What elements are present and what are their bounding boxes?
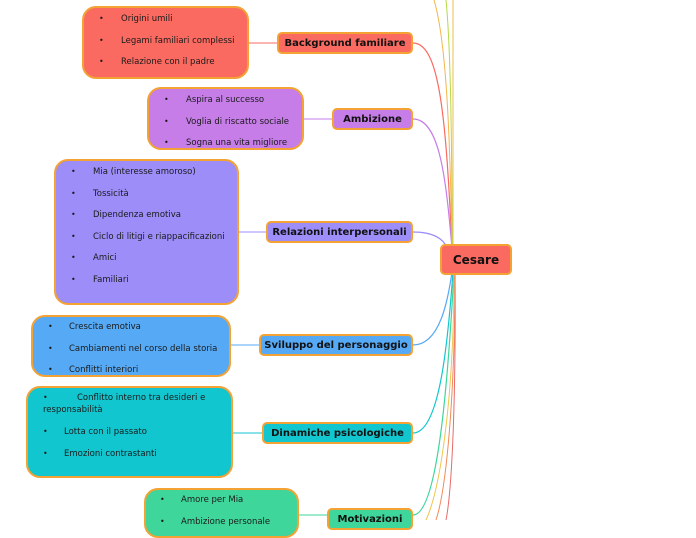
root-node[interactable]: Cesare xyxy=(440,244,512,275)
list-item: •Mia (interesse amoroso) xyxy=(71,167,196,177)
node-label: Relazioni interpersonali xyxy=(272,226,407,238)
root-label: Cesare xyxy=(452,252,500,267)
list-item: •Amore per Mia xyxy=(160,495,244,505)
link-sviluppo xyxy=(412,271,453,346)
list-item: •Sogna una vita migliore xyxy=(164,138,288,148)
node-motivazioni[interactable]: Motivazioni xyxy=(327,508,413,530)
link-offscreen-bottom-3 xyxy=(445,271,456,520)
list-item: •Conflitti interiori xyxy=(48,365,139,375)
detail-box-motivazioni[interactable]: •Amore per Mia •Ambizione personale xyxy=(144,488,299,538)
list-item: •Lotta con il passato xyxy=(43,427,147,437)
detail-box-ambizione[interactable]: •Aspira al successo •Voglia di riscatto … xyxy=(147,87,304,150)
list-item: •Tossicità xyxy=(71,188,129,199)
connector-lines xyxy=(231,0,456,520)
list-item: •Voglia di riscatto sociale xyxy=(164,116,290,127)
list-item: •Emozioni contrastanti xyxy=(43,448,157,459)
list-item: •Familiari xyxy=(71,274,129,285)
list-item: •Ambizione personale xyxy=(160,516,271,527)
list-item: •Conflitto interno tra desideri e respon… xyxy=(43,393,206,415)
list-item: •Crescita emotiva xyxy=(48,322,141,332)
link-background xyxy=(412,42,453,249)
detail-box-relazioni-interpersonali[interactable]: •Mia (interesse amoroso) •Tossicità •Dip… xyxy=(54,159,239,305)
detail-box-background-familiare[interactable]: •Origini umili •Legami familiari comples… xyxy=(82,6,249,79)
list-item: •Cambiamenti nel corso della storia xyxy=(48,343,218,354)
node-dinamiche-psicologiche[interactable]: Dinamiche psicologiche xyxy=(262,422,413,444)
list-item: •Relazione con il padre xyxy=(99,57,215,67)
detail-box-dinamiche-psicologiche[interactable]: •Conflitto interno tra desideri e respon… xyxy=(26,386,233,478)
link-offscreen-top-2 xyxy=(445,0,453,249)
link-offscreen-top-1 xyxy=(433,0,453,249)
link-offscreen-bottom-2 xyxy=(435,271,456,520)
list-item: •Origini umili xyxy=(99,14,173,24)
node-label: Background familiare xyxy=(284,37,406,49)
link-offscreen-bottom-1 xyxy=(425,271,455,520)
list-item: •Aspira al successo xyxy=(164,95,265,105)
node-background-familiare[interactable]: Background familiare xyxy=(277,32,413,54)
list-item: •Amici xyxy=(71,253,117,263)
list-item: •Ciclo di litigi e riappacificazioni xyxy=(71,231,225,242)
link-dinamiche xyxy=(412,271,454,434)
node-ambizione[interactable]: Ambizione xyxy=(332,108,413,130)
node-relazioni-interpersonali[interactable]: Relazioni interpersonali xyxy=(266,221,413,243)
detail-box-sviluppo-del-personaggio[interactable]: •Crescita emotiva •Cambiamenti nel corso… xyxy=(31,315,231,377)
link-ambizione xyxy=(412,118,453,249)
link-motivazioni xyxy=(412,271,455,516)
node-label: Sviluppo del personaggio xyxy=(264,339,408,351)
node-label: Dinamiche psicologiche xyxy=(271,427,404,439)
node-label: Ambizione xyxy=(343,113,402,125)
node-sviluppo-del-personaggio[interactable]: Sviluppo del personaggio xyxy=(259,334,413,356)
list-item: •Legami familiari complessi xyxy=(99,35,235,46)
list-item: •Dipendenza emotiva xyxy=(71,210,181,220)
